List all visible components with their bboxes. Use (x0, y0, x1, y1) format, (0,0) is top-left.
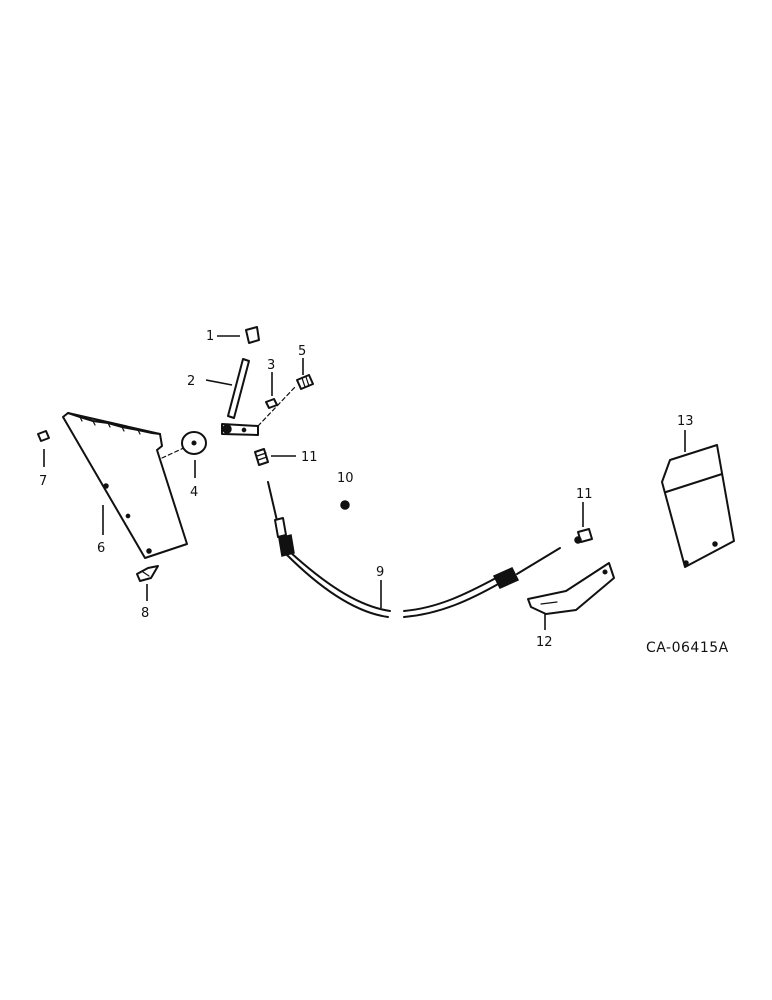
callout-8: 8 (141, 606, 149, 621)
part-6-bracket (62, 412, 188, 559)
part-13-shield (661, 444, 735, 568)
callout-11a: 11 (301, 450, 318, 465)
callout-1: 1 (206, 329, 214, 344)
part-12-bracket (527, 562, 615, 615)
callout-7: 7 (39, 474, 47, 489)
callout-6: 6 (97, 541, 105, 556)
part-3-pin (265, 398, 278, 409)
callout-2: 2 (187, 374, 195, 389)
callout-12: 12 (536, 635, 553, 650)
callout-4: 4 (190, 485, 198, 500)
assembly-line-lever (257, 385, 297, 427)
part-8-clip (136, 565, 159, 582)
part-11-fitting-right (574, 528, 593, 544)
part-1-knob (245, 326, 260, 344)
part-5-bolt (296, 374, 314, 390)
part-7-pin (37, 430, 50, 442)
callout-13: 13 (677, 414, 694, 429)
callout-9: 9 (376, 565, 384, 580)
part-10-nut (340, 500, 350, 510)
leader-2 (205, 379, 233, 386)
part-9-cable (267, 481, 561, 618)
callout-5: 5 (298, 344, 306, 359)
part-2-lever (221, 358, 259, 436)
callout-11b: 11 (576, 487, 593, 502)
drawing-reference-code: CA-06415A (646, 640, 729, 656)
callout-10: 10 (337, 471, 354, 486)
part-4-washer (181, 431, 207, 455)
part-11-fitting-left (254, 448, 269, 466)
callout-3: 3 (267, 358, 275, 373)
